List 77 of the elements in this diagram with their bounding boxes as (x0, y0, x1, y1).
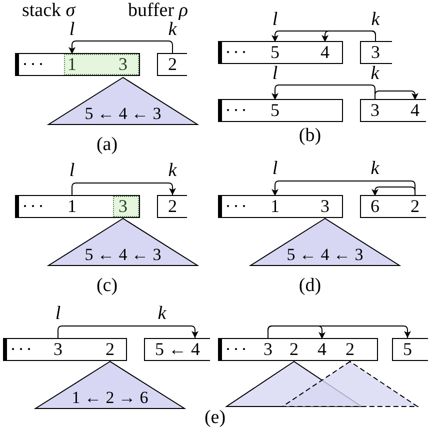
token-number: 4 (316, 339, 328, 360)
pointer-label: k (158, 305, 166, 323)
arc-arrow (272, 84, 376, 100)
ellipsis: ··· (10, 339, 34, 360)
highlight-region (113, 196, 139, 217)
buffer-box (360, 99, 426, 122)
token-number: 2 (104, 339, 116, 360)
subtree-label: 5 ← 4 ← 3 (286, 246, 364, 264)
subtree-triangle (250, 218, 400, 266)
buffer-box (360, 195, 426, 218)
stack-box (3, 338, 127, 361)
panel-caption: (e) (204, 409, 226, 427)
subtree-label: 5 ← 4 ← 3 (84, 105, 162, 123)
stack-box (218, 99, 343, 122)
stack-box (218, 338, 378, 361)
token-number: 5 (269, 42, 281, 63)
ellipsis: ··· (22, 196, 46, 217)
ellipsis: ··· (225, 42, 249, 63)
ellipsis: ··· (225, 196, 249, 217)
token-number: 3 (262, 339, 274, 360)
token-number: 4 (409, 100, 421, 121)
token-number: 2 (344, 339, 356, 360)
buffer-box: 5 (392, 338, 428, 361)
pointer-label: l (272, 11, 278, 29)
token-number: 3 (117, 54, 129, 75)
subtree-triangle (35, 361, 185, 409)
pointer-label: k (370, 160, 380, 178)
pointer-label: k (168, 21, 177, 39)
pointer-label: l (55, 305, 61, 323)
highlight-region (64, 54, 139, 75)
stack-box (218, 195, 343, 218)
column-heading: buffer ρ (128, 2, 188, 20)
token-number: 3 (52, 339, 64, 360)
subtree-triangle (282, 361, 418, 407)
token-number: 3 (369, 100, 381, 121)
ellipsis: ··· (225, 100, 249, 121)
token-number: 1 (269, 196, 281, 217)
token-number: 2 (409, 196, 421, 217)
pointer-label: l (272, 160, 278, 178)
subtree-triangle (48, 218, 198, 266)
pointer-label: k (168, 162, 177, 180)
arc-arrow (72, 182, 176, 196)
pointer-label: k (371, 11, 380, 29)
token-number: 6 (369, 196, 381, 217)
column-heading: stack σ (22, 2, 76, 20)
arc-arrow (372, 186, 416, 196)
arc-arrow (268, 326, 411, 340)
stack-box (218, 41, 343, 64)
subtree-label: 5 ← 4 ← 3 (84, 246, 162, 264)
arc-arrow (272, 180, 416, 196)
ellipsis: ··· (22, 54, 46, 75)
buffer-box: 3 (360, 41, 392, 64)
arc-arrow (58, 326, 198, 340)
arc-arrow (272, 30, 376, 42)
token-number: 3 (117, 196, 129, 217)
pointer-label: k (370, 65, 380, 83)
stack-box (15, 53, 140, 76)
arc-arrow (374, 90, 418, 100)
ellipsis: ··· (225, 339, 249, 360)
arc-arrow (68, 40, 173, 54)
token-number: 2 (288, 339, 300, 360)
pointer-label: l (272, 65, 278, 83)
buffer-box: 2 (157, 53, 187, 76)
stack-box (15, 195, 140, 218)
pointer-label: l (69, 21, 75, 39)
pointer-label: l (69, 162, 75, 180)
token-number: 1 (66, 196, 78, 217)
subtree-triangle (48, 77, 198, 125)
token-number: 5 (269, 100, 281, 121)
buffer-box: 5 ← 4 (144, 338, 210, 361)
buffer-box: 2 (157, 195, 187, 218)
panel-caption: (c) (96, 277, 118, 295)
subtree-label: 1 ← 2 → 6 (72, 389, 148, 407)
panel-caption: (b) (298, 127, 322, 145)
token-number: 1 (66, 54, 78, 75)
token-number: 4 (319, 42, 331, 63)
token-number: 3 (319, 196, 331, 217)
